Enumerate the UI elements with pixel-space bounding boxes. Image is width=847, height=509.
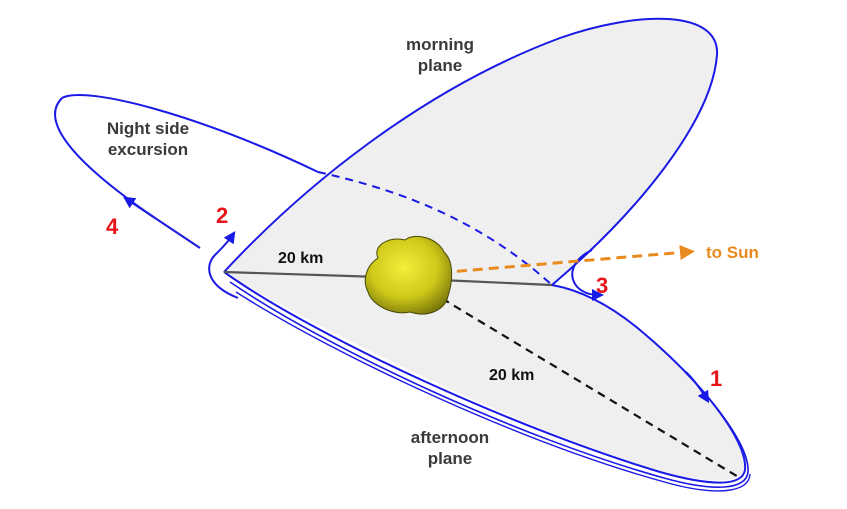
afternoon-plane-label: afternoon plane xyxy=(410,428,490,468)
arrow-3 xyxy=(571,249,604,301)
morning-orbit xyxy=(223,17,719,286)
afternoon-orbit-c xyxy=(235,291,751,492)
night-orbit-hidden xyxy=(317,171,553,286)
afternoon-orbit-a xyxy=(223,271,747,484)
afternoon-orbit-b xyxy=(229,281,749,488)
night-side-orbit xyxy=(54,94,319,219)
asteroid xyxy=(364,236,453,315)
morning-plane xyxy=(224,18,718,285)
morning-plane-label: morning plane xyxy=(406,35,474,75)
step-number-2: 2 xyxy=(216,203,229,228)
step-number-1: 1 xyxy=(710,366,723,391)
distance-line-dashed xyxy=(417,283,741,479)
distance-label-solid: 20 km xyxy=(278,250,324,267)
arrow-1 xyxy=(685,371,710,404)
distance-line-solid-right xyxy=(439,278,553,287)
distance-label-dashed: 20 km xyxy=(489,367,535,384)
step-number-4: 4 xyxy=(106,214,119,239)
distance-line-solid-left xyxy=(223,270,381,279)
afternoon-plane xyxy=(224,272,746,481)
to-sun-label: to Sun xyxy=(706,243,759,262)
step-number-3: 3 xyxy=(596,273,609,298)
sun-arrow xyxy=(424,245,695,276)
night-side-label: Night side excursion xyxy=(106,119,190,159)
arrow-4 xyxy=(123,196,201,249)
arrow-2 xyxy=(208,231,239,299)
